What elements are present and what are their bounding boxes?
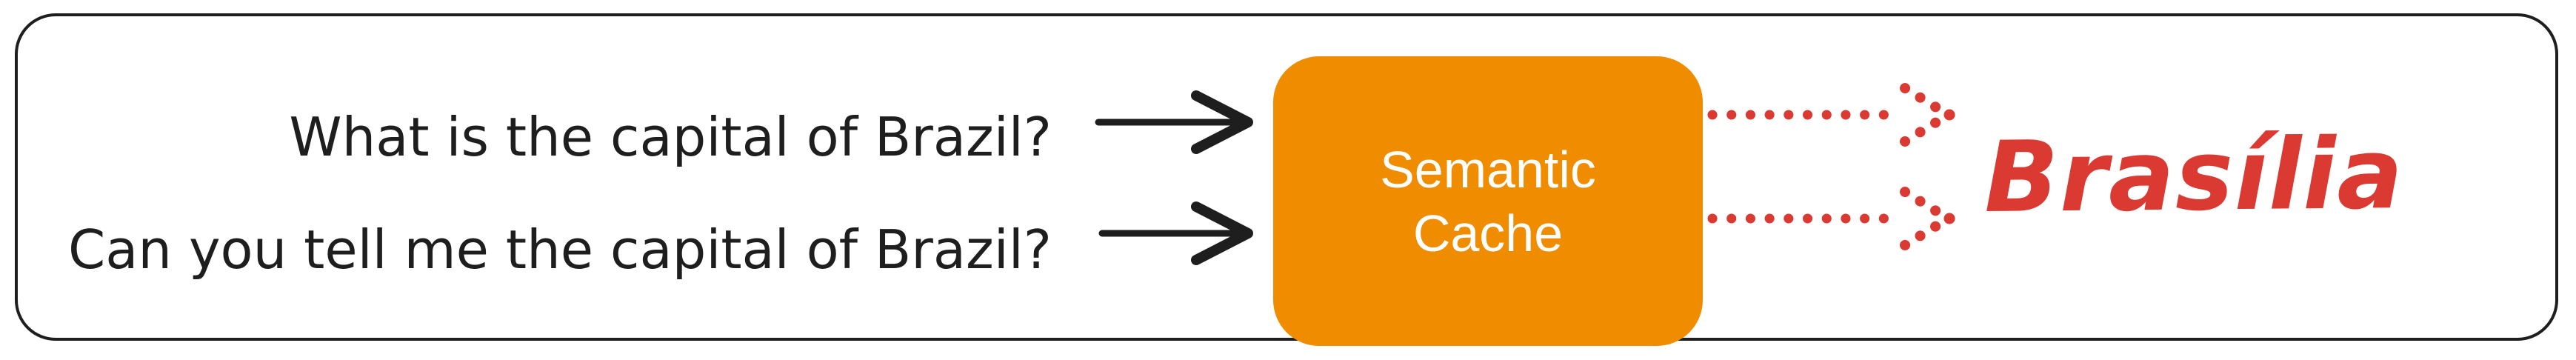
question-2-text: Can you tell me the capital of Brazil?	[68, 219, 1052, 281]
diagram-frame: What is the capital of Brazil? Can you t…	[15, 13, 2558, 346]
semantic-cache-label: Semantic Cache	[1380, 140, 1596, 262]
answer-text: Brasília	[1983, 117, 2404, 236]
semantic-cache-box: Semantic Cache	[1273, 56, 1703, 346]
question-1-text: What is the capital of Brazil?	[289, 106, 1052, 168]
